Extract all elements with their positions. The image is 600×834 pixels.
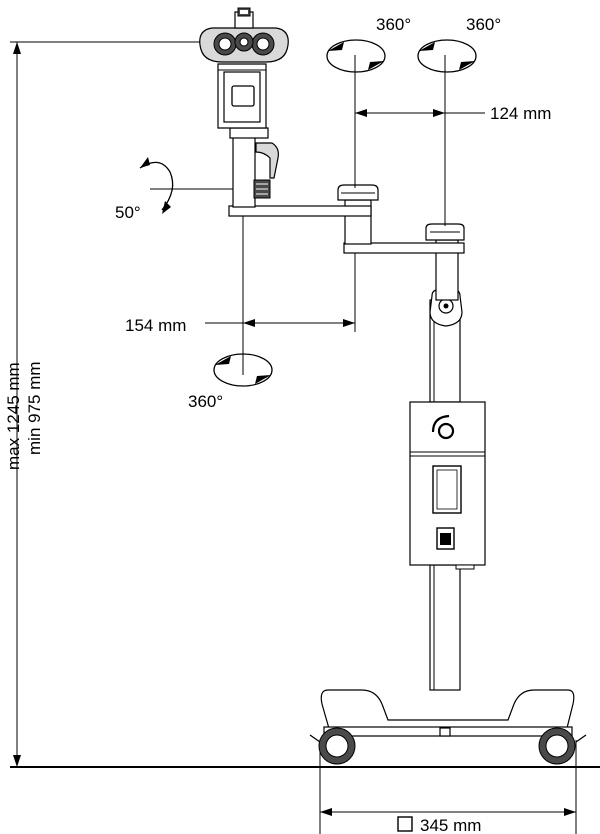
base-width-label: 345 mm [420,816,481,834]
base-width-dimension: 345 mm [319,740,577,834]
tilt-symbol: 50° [115,157,174,222]
axis-lines [150,55,446,375]
support-arms [228,184,465,301]
arm-offset-top-label: 124 mm [490,104,551,123]
display-window [432,465,462,514]
arm-offset-bottom-dimension: 154 mm [125,316,355,335]
caster-left [309,727,356,765]
rotation-top-right: 360° [417,15,501,73]
caster-right [538,727,587,765]
square-symbol-icon [397,816,413,832]
tilt-label: 50° [115,203,141,222]
stand-base [309,689,587,765]
rotation-bottom: 360° [188,353,273,411]
arm-offset-top-dimension: 124 mm [355,104,551,123]
rotation-top-right-label: 360° [466,15,501,34]
arm-offset-bottom-label: 154 mm [125,316,186,335]
brand-logo-icon [431,414,455,440]
rotation-top-left: 360° [326,15,411,73]
height-min-label: min 975 mm [25,361,44,455]
height-dimension: max 1245 mm min 975 mm [4,41,205,767]
rotation-bottom-label: 360° [188,392,223,411]
rotation-top-left-label: 360° [376,15,411,34]
control-box [409,401,486,570]
microscope-head [199,7,289,208]
height-max-label: max 1245 mm [4,362,23,470]
